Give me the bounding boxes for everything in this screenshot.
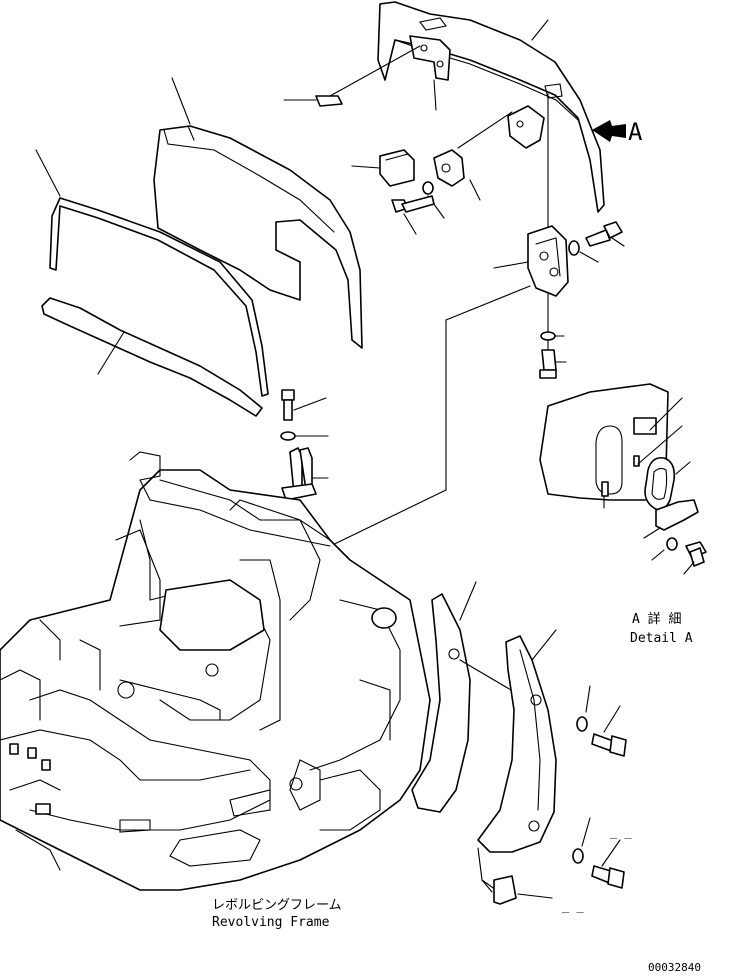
side-cover-panel <box>153 77 363 349</box>
hinge-plate-upper <box>409 35 451 81</box>
blank-callout-1: _ _ <box>610 825 632 839</box>
guard-washer-lower <box>572 817 591 864</box>
hinge-bracket <box>493 225 569 297</box>
revolving-frame <box>0 451 431 891</box>
support-rod <box>281 447 329 501</box>
guard-bolt-upper <box>591 705 627 757</box>
detail-a-plate <box>539 383 683 509</box>
bolt-hinge-bottom <box>539 349 567 379</box>
weather-strip <box>41 297 263 417</box>
rod-leader-to-hinge <box>317 489 447 553</box>
detail-caption-jp: A 詳 細 <box>632 611 681 627</box>
view-letter-a: A <box>628 118 643 146</box>
washer-upper-left <box>280 431 329 441</box>
guard-spacer-block <box>493 875 553 905</box>
washer-hinge-bottom <box>540 331 565 341</box>
drawing-number: 00032840 <box>648 961 701 974</box>
detail-a-washer-bolt <box>651 537 707 575</box>
view-arrow-a <box>592 120 626 142</box>
detail-a-clip <box>643 499 699 539</box>
bumper-block <box>351 149 415 187</box>
rubber-pad <box>283 45 421 107</box>
bolt-hinge-side <box>568 221 625 263</box>
frame-caption-en: Revolving Frame <box>212 915 330 930</box>
guard-bolt-lower <box>591 839 625 889</box>
bolt-1 <box>391 195 435 235</box>
guard-washer-upper <box>576 685 591 732</box>
frame-caption-jp: レボルビングフレーム <box>212 898 342 913</box>
latch-bracket <box>433 105 545 201</box>
bolt-upper-left <box>281 389 327 421</box>
window-seal <box>35 149 269 397</box>
blank-callout-2: _ _ <box>562 899 584 913</box>
side-guard-plate-2 <box>477 629 557 893</box>
detail-a-seal-ring <box>644 456 691 511</box>
detail-caption-en: Detail A <box>630 631 693 646</box>
